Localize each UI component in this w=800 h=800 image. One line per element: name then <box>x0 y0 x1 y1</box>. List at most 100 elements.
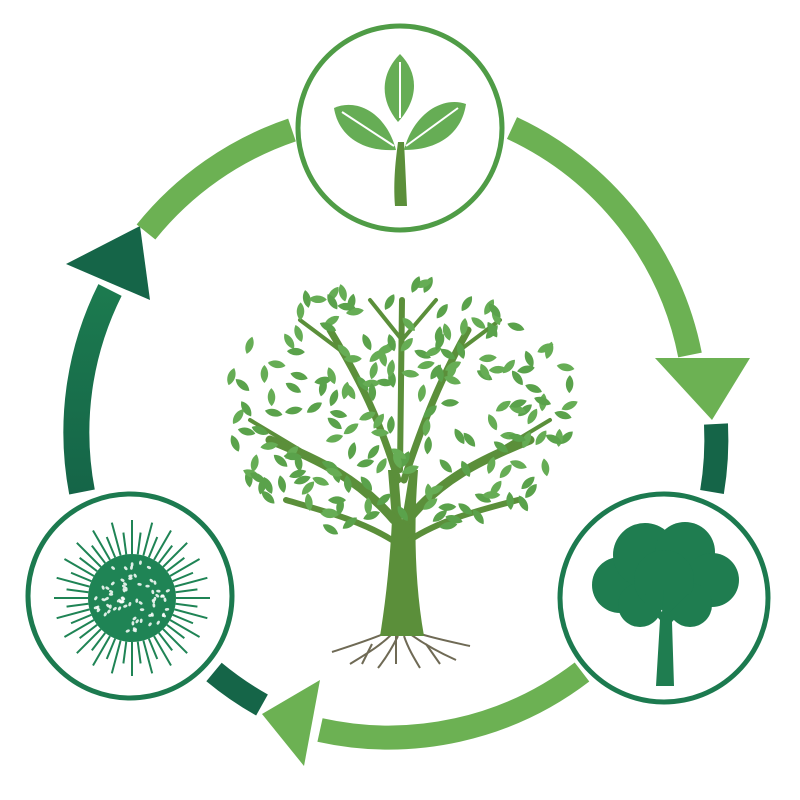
tree-leaf <box>232 409 244 424</box>
tree-leaf <box>400 451 410 468</box>
seed-ray <box>172 613 194 625</box>
tree-leaf <box>267 360 286 369</box>
seed-dot <box>112 606 117 611</box>
tree-leaf <box>301 481 315 495</box>
stage-mature-tree <box>557 491 771 705</box>
tree-leaf <box>507 322 525 331</box>
tree-leaf <box>401 369 420 378</box>
tree-leaf <box>461 296 473 312</box>
tree-leaf <box>391 448 407 459</box>
center-tree <box>227 276 578 669</box>
seed-dot <box>128 602 132 607</box>
seed-dot <box>109 590 114 594</box>
tree-leaf <box>318 378 327 397</box>
tree-leaf <box>285 382 302 393</box>
seed-dot <box>135 598 139 603</box>
tree-leaf <box>485 325 498 339</box>
tree-leaf <box>522 431 532 449</box>
tree-leaf <box>296 302 305 321</box>
seed-dot <box>101 598 106 602</box>
tree-leaf <box>263 477 273 494</box>
tree-leaf <box>250 472 266 483</box>
seed-dot <box>108 604 112 609</box>
tree-leaf <box>401 465 419 475</box>
seed-dot <box>150 612 154 617</box>
tree-leaf <box>474 493 492 503</box>
arc-arrow-body <box>506 117 702 358</box>
seed-ray <box>136 532 142 555</box>
seed-dot <box>139 560 142 565</box>
tree-leaf <box>541 458 550 477</box>
tree-leaf <box>371 428 390 437</box>
seed-ray <box>110 522 122 556</box>
tree-leaf <box>493 441 509 453</box>
tree-leaf <box>387 334 396 352</box>
seed-dot <box>151 589 155 595</box>
tree-leaf <box>251 426 269 435</box>
seed-ray <box>157 632 173 651</box>
tree-leaf <box>362 379 381 388</box>
tree-leaf <box>338 284 347 302</box>
seed-dot <box>111 566 115 570</box>
tree-leaf <box>362 334 372 351</box>
tree-leaf <box>456 341 465 359</box>
seed-ray <box>56 608 90 620</box>
seed-dot <box>139 618 143 624</box>
tree-leaf <box>509 399 527 408</box>
tree-leaf <box>284 333 295 349</box>
tree-leaf <box>482 491 501 499</box>
tree-leaf <box>435 333 445 351</box>
seed-ray <box>174 608 208 620</box>
seed-ray <box>175 588 198 594</box>
arc-arrow-body <box>317 662 590 750</box>
tree-leaf <box>436 304 448 319</box>
tree-leaf <box>306 402 322 413</box>
tree-leaf <box>432 510 447 522</box>
tree-leaf <box>442 323 452 341</box>
tree-leaf <box>454 428 465 445</box>
seed-ray <box>172 571 194 583</box>
seed-dots <box>93 560 170 633</box>
seed-dot <box>94 596 98 601</box>
tree-leaf <box>411 276 421 293</box>
seed-dot <box>152 603 156 608</box>
seed-dot <box>123 604 128 608</box>
tree-leaf <box>302 290 311 308</box>
seed-dot <box>133 573 137 578</box>
seed-dot <box>128 574 133 578</box>
tree-leaf <box>376 493 391 506</box>
tree-leaf <box>230 435 240 452</box>
tree-leaf <box>417 384 426 403</box>
tree-leaf <box>336 497 344 516</box>
seed-ray <box>147 536 159 558</box>
seed-dot <box>107 609 111 614</box>
stage-seedling <box>295 23 505 233</box>
arc-tail-light <box>136 118 296 240</box>
tree-leaf <box>286 347 305 356</box>
tree-leaf <box>447 362 457 380</box>
seed-dot <box>163 597 167 602</box>
tree-leaf <box>488 303 501 318</box>
arrow-seed-to-seedling <box>63 118 296 495</box>
tree-leaf <box>227 368 236 386</box>
seed-dot <box>120 600 125 604</box>
tree-leaf <box>341 381 350 400</box>
seed-dot <box>135 619 139 624</box>
tree-leaf <box>439 521 458 530</box>
seed-ray <box>110 640 122 674</box>
tree-leaf <box>414 349 431 359</box>
tree-leaf <box>397 505 408 522</box>
seed-ray <box>92 635 111 667</box>
seed-dot <box>149 578 154 583</box>
seed-dot <box>103 612 107 617</box>
tree-leaf <box>554 411 572 420</box>
seed-ray <box>92 529 111 561</box>
tree-leaf <box>387 415 395 434</box>
seed-core <box>88 554 176 642</box>
seed-ray <box>174 576 208 588</box>
tree-leaf <box>402 317 415 331</box>
seed-ray <box>175 602 198 608</box>
seed-dot <box>153 580 157 585</box>
seed-dot <box>132 616 137 621</box>
